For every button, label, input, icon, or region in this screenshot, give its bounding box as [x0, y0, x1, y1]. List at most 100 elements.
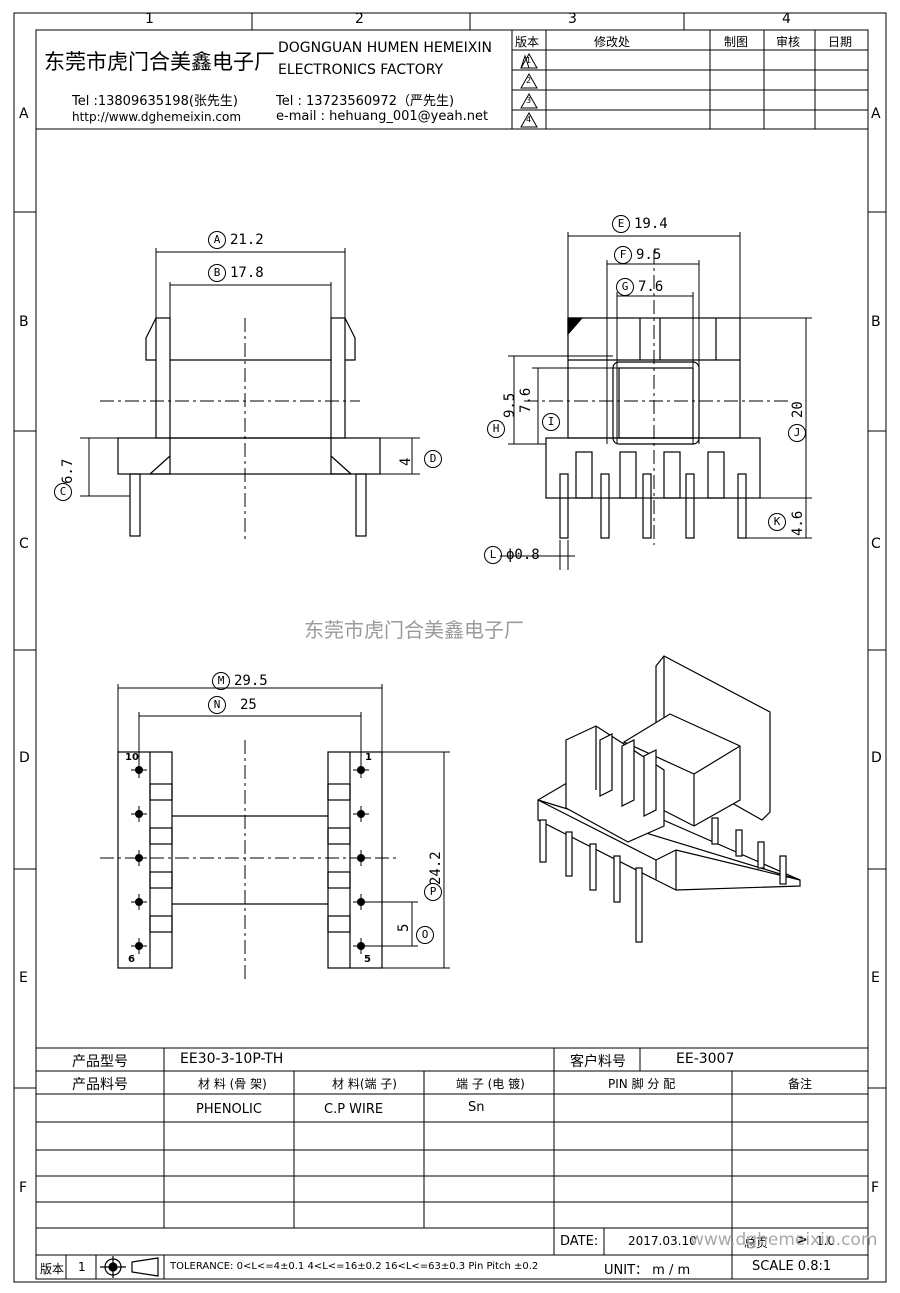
rev-header-drawn: 制图: [724, 35, 749, 49]
pin-number: 5: [364, 954, 371, 965]
dim-k: K: [768, 513, 790, 531]
pin-number: 1: [365, 752, 372, 763]
dim-c-value: 6.7: [60, 458, 76, 484]
row-letter: C: [871, 536, 881, 552]
dim-a-tag: A: [208, 231, 226, 249]
side-view: [545, 317, 761, 539]
email-link[interactable]: e-mail : hehuang_001@yeah.net: [276, 109, 489, 124]
dim-j-value: 20: [790, 401, 806, 418]
dim-d-value: 4: [398, 457, 414, 466]
model-label: 产品型号: [72, 1054, 128, 1070]
dim-l-tag: L: [484, 546, 502, 564]
front-view: [117, 317, 381, 537]
company-name-en-1: DOGNGUAN HUMEN HEMEIXIN: [278, 40, 492, 56]
dim-d: D: [424, 450, 446, 468]
pin-number: 6: [128, 954, 135, 965]
dim-i: I: [542, 413, 564, 431]
dim-l-value: ϕ0.8: [506, 547, 540, 563]
dim-g-tag: G: [616, 278, 634, 296]
version-label: 版本: [40, 1262, 65, 1276]
company-name-en-2: ELECTRONICS FACTORY: [278, 62, 444, 78]
dim-c: C: [54, 483, 76, 501]
rev-number: 3: [526, 96, 532, 105]
pin-material-label: 材 料(端 子): [332, 1077, 397, 1091]
dim-a-value: 21.2: [230, 232, 264, 248]
remark-label: 备注: [788, 1077, 813, 1091]
model-value: EE30-3-10P-TH: [180, 1051, 284, 1067]
plating-label: 端 子 (电 镀): [456, 1077, 525, 1091]
row-letter: B: [871, 314, 881, 330]
plating-value: Sn: [468, 1100, 485, 1115]
dim-h-value: 9.5: [502, 392, 518, 418]
rev-header-checked: 审核: [776, 35, 801, 49]
dim-f-tag: F: [614, 246, 632, 264]
projection-symbol: [100, 1256, 159, 1278]
dim-m-tag: M: [212, 672, 230, 690]
rev-header-date: 日期: [828, 35, 853, 49]
dim-g-value: 7.6: [638, 279, 664, 295]
date-value: 2017.03.10: [628, 1234, 697, 1248]
customer-label: 客户料号: [570, 1054, 626, 1070]
dim-n-tag: N: [208, 696, 226, 714]
dim-p: P: [424, 883, 446, 901]
dim-p-value: 24.2: [428, 851, 444, 885]
page-value: 1.0: [816, 1234, 836, 1248]
row-letter: D: [871, 750, 882, 766]
row-letter: B: [19, 314, 29, 330]
dim-f-value: 9.5: [636, 247, 662, 263]
scale-note: SCALE 0.8:1: [752, 1259, 832, 1274]
pin-material: C.P WIRE: [324, 1102, 384, 1117]
dim-i-tag: I: [542, 413, 560, 431]
dim-h: H: [487, 420, 509, 438]
version-value: 1: [78, 1260, 86, 1274]
bobbin-material-label: 材 料 (骨 架): [198, 1077, 267, 1091]
dim-c-tag: C: [54, 483, 72, 501]
row-letter: A: [871, 106, 881, 122]
contact-tel-1: Tel :13809635198(张先生): [72, 94, 238, 109]
row-letter: E: [19, 970, 28, 986]
column-number: 2: [355, 11, 364, 27]
isometric-view: [537, 655, 801, 943]
part-label: 产品料号: [72, 1077, 128, 1093]
company-name-cn: 东莞市虎门合美鑫电子厂: [44, 50, 275, 74]
row-letter: F: [19, 1180, 28, 1196]
unit-note: UNIT： m / m: [604, 1263, 691, 1278]
customer-value: EE-3007: [676, 1051, 735, 1067]
dim-o: O: [416, 926, 438, 944]
column-number: 1: [145, 11, 154, 27]
pin-assign-label: PIN 脚 分 配: [608, 1077, 676, 1091]
column-number: 4: [782, 11, 791, 27]
pin-number: 10: [125, 752, 139, 763]
dim-i-value: 7.6: [518, 387, 534, 413]
bottom-view: [117, 751, 383, 969]
bobbin-material: PHENOLIC: [196, 1102, 262, 1117]
column-number: 3: [568, 11, 577, 27]
row-letter: D: [19, 750, 30, 766]
rev-header-version: 版本: [515, 35, 540, 49]
date-label: DATE:: [560, 1234, 599, 1249]
dim-e-tag: E: [612, 215, 630, 233]
url-watermark: www.dghemeixin.com: [690, 1230, 878, 1250]
website-link[interactable]: http://www.dghemeixin.com: [72, 110, 242, 124]
row-letter: A: [19, 106, 29, 122]
dim-o-value: 5: [396, 923, 412, 932]
dim-b-value: 17.8: [230, 265, 264, 281]
contact-tel-2: Tel : 13723560972（严先生): [276, 94, 455, 109]
dim-o-tag: O: [416, 926, 434, 944]
dim-k-tag: K: [768, 513, 786, 531]
dim-p-tag: P: [424, 883, 442, 901]
tolerance-note: TOLERANCE: 0<L<=4±0.1 4<L<=16±0.2 16<L<=…: [170, 1261, 539, 1272]
dim-e-value: 19.4: [634, 216, 668, 232]
dim-k-value: 4.6: [790, 510, 806, 536]
dim-j: J: [788, 424, 810, 442]
row-letter: E: [871, 970, 880, 986]
rev-header-change: 修改处: [594, 35, 631, 49]
